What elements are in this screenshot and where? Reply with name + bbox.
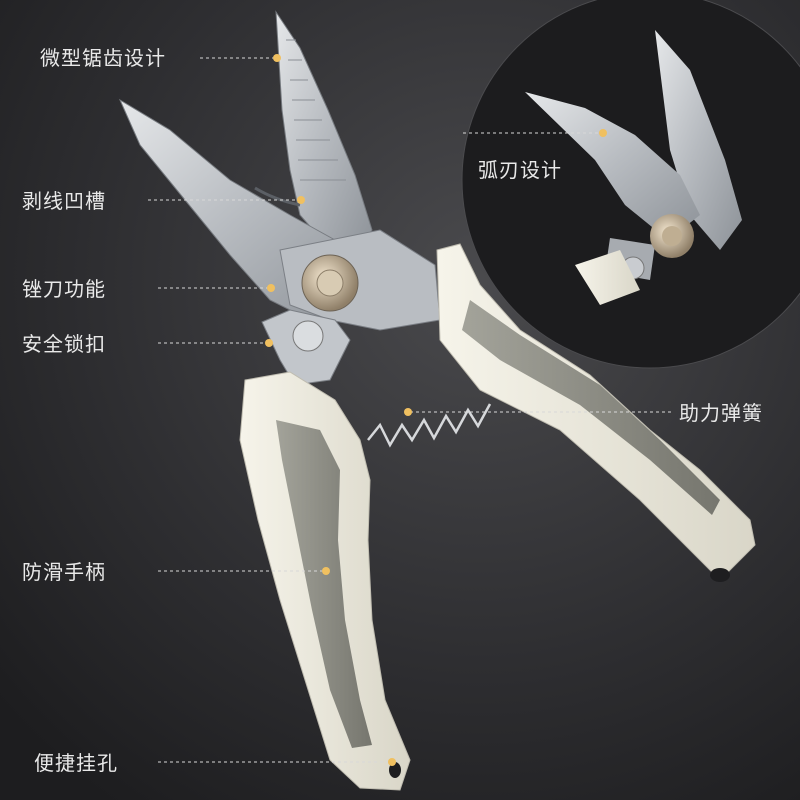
callout-lines bbox=[148, 57, 672, 763]
strip-groove bbox=[254, 186, 301, 207]
serrated-edge bbox=[286, 39, 346, 181]
label-file: 锉刀功能 bbox=[22, 277, 106, 301]
label-spring: 助力弹簧 bbox=[679, 401, 763, 425]
label-curved-blade: 弧刃设计 bbox=[478, 158, 562, 182]
label-strip-groove: 剥线凹槽 bbox=[22, 189, 106, 213]
label-grip: 防滑手柄 bbox=[22, 560, 106, 584]
callout-dots bbox=[265, 54, 607, 766]
label-serrated: 微型锯齿设计 bbox=[40, 46, 166, 70]
curved-blade-inset bbox=[461, 0, 800, 369]
spring bbox=[367, 403, 492, 448]
inset-upper-blade bbox=[655, 30, 742, 250]
label-hang-hole: 便捷挂孔 bbox=[34, 751, 118, 775]
inset-lower-blade bbox=[525, 92, 700, 240]
left-grip-insert bbox=[276, 420, 372, 748]
right-grip-insert bbox=[462, 300, 720, 515]
label-safety-lock: 安全锁扣 bbox=[22, 332, 106, 356]
right-hang-hole bbox=[710, 568, 730, 582]
inset-handle bbox=[575, 250, 640, 305]
lock-screw bbox=[292, 320, 324, 352]
